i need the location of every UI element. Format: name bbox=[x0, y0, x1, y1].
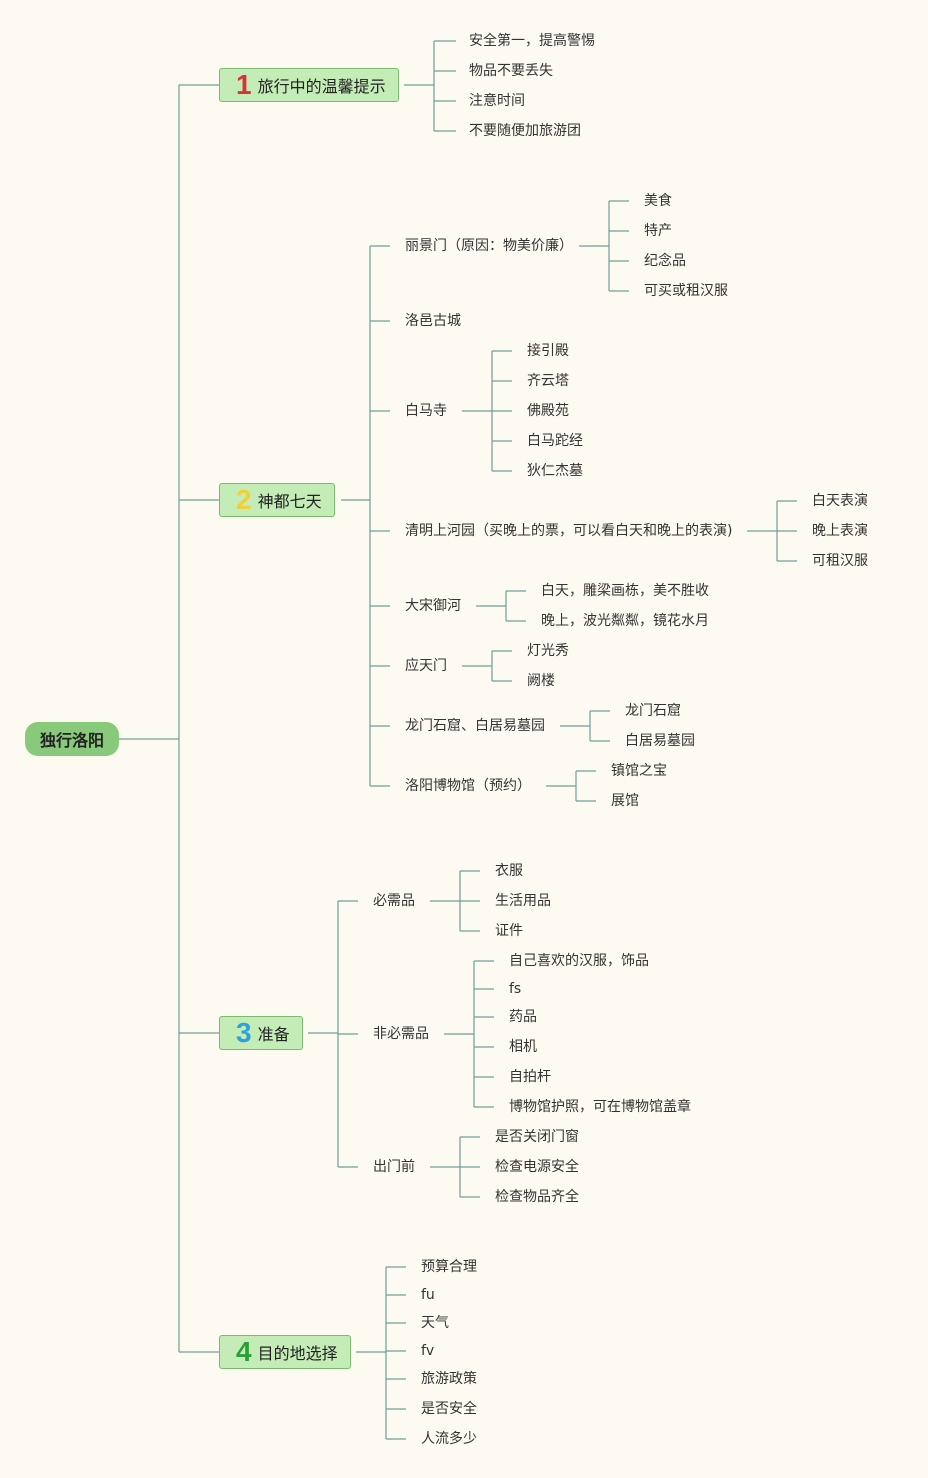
subtopic-node[interactable]: 美食 bbox=[644, 193, 672, 209]
subtopic-node[interactable]: 白居易墓园 bbox=[625, 733, 695, 749]
topic-node[interactable]: 白马寺 bbox=[405, 403, 447, 419]
root-node[interactable]: 独行洛阳 bbox=[25, 722, 119, 756]
branch-label: 目的地选择 bbox=[257, 1344, 338, 1363]
subtopic-node[interactable]: 灯光秀 bbox=[527, 643, 569, 659]
branch-number: 4 bbox=[236, 1336, 252, 1367]
topic-node[interactable]: 预算合理 bbox=[421, 1259, 477, 1275]
subtopic-node[interactable]: 晚上，波光粼粼，镜花水月 bbox=[541, 613, 709, 629]
subtopic-node[interactable]: 是否关闭门窗 bbox=[495, 1129, 579, 1145]
branch-label: 神都七天 bbox=[257, 492, 322, 511]
subtopic-node[interactable]: 阙楼 bbox=[527, 673, 555, 689]
subtopic-node[interactable]: 展馆 bbox=[611, 793, 639, 809]
topic-node[interactable]: 清明上河园（买晚上的票，可以看白天和晚上的表演) bbox=[405, 523, 733, 539]
topic-node[interactable]: 物品不要丢失 bbox=[469, 63, 553, 79]
subtopic-node[interactable]: 药品 bbox=[509, 1009, 537, 1025]
subtopic-node[interactable]: 检查物品齐全 bbox=[495, 1189, 579, 1205]
topic-node[interactable]: fv bbox=[421, 1343, 435, 1359]
subtopic-node[interactable]: 白天，雕梁画栋，美不胜收 bbox=[541, 583, 709, 599]
subtopic-node[interactable]: fs bbox=[509, 981, 522, 997]
subtopic-node[interactable]: 纪念品 bbox=[644, 253, 686, 269]
topic-node[interactable]: 丽景门（原因：物美价廉） bbox=[405, 238, 573, 254]
subtopic-node[interactable]: 白天表演 bbox=[812, 493, 868, 509]
subtopic-node[interactable]: 博物馆护照，可在博物馆盖章 bbox=[509, 1099, 691, 1115]
subtopic-node[interactable]: 可租汉服 bbox=[812, 553, 868, 569]
branch-node[interactable]: 1 旅行中的温馨提示 bbox=[219, 68, 399, 102]
topic-node[interactable]: 旅游政策 bbox=[421, 1371, 477, 1387]
topic-node[interactable]: 安全第一，提高警惕 bbox=[469, 33, 595, 49]
topic-node[interactable]: fu bbox=[421, 1287, 435, 1303]
topic-node[interactable]: 洛邑古城 bbox=[405, 313, 461, 329]
subtopic-node[interactable]: 自拍杆 bbox=[509, 1069, 551, 1085]
subtopic-node[interactable]: 衣服 bbox=[495, 863, 523, 879]
subtopic-node[interactable]: 生活用品 bbox=[495, 893, 551, 909]
subtopic-node[interactable]: 晚上表演 bbox=[812, 523, 868, 539]
root-label: 独行洛阳 bbox=[39, 731, 104, 750]
branch-label: 准备 bbox=[257, 1025, 290, 1044]
subtopic-node[interactable]: 白马跎经 bbox=[527, 433, 583, 449]
topic-node[interactable]: 出门前 bbox=[373, 1159, 415, 1175]
topic-node[interactable]: 天气 bbox=[421, 1315, 449, 1331]
subtopic-node[interactable]: 自己喜欢的汉服，饰品 bbox=[509, 953, 649, 969]
subtopic-node[interactable]: 镇馆之宝 bbox=[611, 763, 667, 779]
subtopic-node[interactable]: 相机 bbox=[509, 1039, 537, 1055]
topic-node[interactable]: 大宋御河 bbox=[405, 598, 461, 614]
topic-node[interactable]: 应天门 bbox=[405, 658, 447, 674]
topic-node[interactable]: 洛阳博物馆（预约） bbox=[405, 778, 531, 794]
branch-number: 1 bbox=[236, 69, 252, 100]
branch-number: 3 bbox=[236, 1017, 252, 1048]
subtopic-node[interactable]: 接引殿 bbox=[527, 343, 569, 359]
branch-node[interactable]: 4 目的地选择 bbox=[219, 1335, 351, 1369]
topic-node[interactable]: 是否安全 bbox=[421, 1401, 477, 1417]
subtopic-node[interactable]: 证件 bbox=[495, 923, 523, 939]
branch-node[interactable]: 2 神都七天 bbox=[219, 483, 335, 517]
subtopic-node[interactable]: 狄仁杰墓 bbox=[527, 463, 583, 479]
topic-node[interactable]: 必需品 bbox=[373, 893, 415, 909]
topic-node[interactable]: 非必需品 bbox=[373, 1026, 429, 1042]
topic-node[interactable]: 注意时间 bbox=[469, 93, 525, 109]
topic-node[interactable]: 不要随便加旅游团 bbox=[469, 123, 581, 139]
branch-number: 2 bbox=[236, 484, 252, 515]
subtopic-node[interactable]: 龙门石窟 bbox=[625, 703, 681, 719]
subtopic-node[interactable]: 检查电源安全 bbox=[495, 1159, 579, 1175]
subtopic-node[interactable]: 特产 bbox=[644, 223, 672, 239]
branch-label: 旅行中的温馨提示 bbox=[257, 77, 386, 96]
branch-node[interactable]: 3 准备 bbox=[219, 1016, 303, 1050]
topic-node[interactable]: 人流多少 bbox=[421, 1431, 477, 1447]
topic-node[interactable]: 龙门石窟、白居易墓园 bbox=[405, 718, 545, 734]
subtopic-node[interactable]: 齐云塔 bbox=[527, 373, 569, 389]
subtopic-node[interactable]: 可买或租汉服 bbox=[644, 283, 728, 299]
subtopic-node[interactable]: 佛殿苑 bbox=[527, 403, 569, 419]
